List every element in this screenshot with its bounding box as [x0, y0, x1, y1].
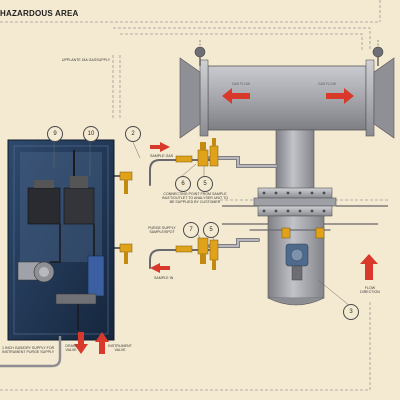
process-arrows [74, 142, 378, 354]
callout-5-lower: 5 [203, 222, 219, 238]
instrument-arrow [95, 332, 109, 354]
valves [75, 138, 325, 327]
callout-3: 3 [343, 304, 359, 320]
stack-valves [281, 227, 325, 239]
hazard-boundary [0, 0, 388, 391]
signal-cables [199, 40, 379, 60]
callout-10: 10 [83, 126, 99, 142]
duct-flow-label-left: GAS FLOW [232, 82, 250, 86]
bottom-supply-line [0, 336, 62, 368]
instrument-valve-label: INSTRUMENT VALVE [108, 344, 132, 353]
flow-arrow-left [222, 88, 250, 104]
bottom-supply-label: 1 INCH GAS/DRY SUPPLY FOR INSTRUMENT PUR… [2, 346, 55, 355]
callout-2: 2 [125, 126, 141, 142]
hazardous-area-title: HAZARDOUS AREA [0, 9, 79, 18]
purge-supply-label: PURGE SUPPLY SAMPLE/SPOT [148, 226, 176, 235]
drain-arrow [74, 332, 88, 354]
process-duct [179, 46, 395, 139]
analyser-cabinet [7, 139, 115, 341]
drain-valve-label: DRAIN VALVE [65, 344, 77, 353]
callout-6: 6 [175, 176, 191, 192]
connecting-point-label: CONNECTING POINT FROM SAMPLE INLET/OUTLE… [161, 192, 229, 205]
sample-gas-label: SAMPLE GAS [150, 154, 174, 158]
callout-9: 9 [47, 126, 63, 142]
flow-direction-arrow [360, 254, 378, 280]
callout-7: 7 [183, 222, 199, 238]
flow-arrow-right [326, 88, 354, 104]
duct-flow-label-right: GAS FLOW [318, 82, 336, 86]
support-rails [222, 205, 388, 225]
sample-in-label: SAMPLE IN [154, 276, 174, 280]
upper-valve-group [175, 138, 219, 167]
callout-5-upper: 5 [197, 176, 213, 192]
duct-flow-arrows [222, 88, 354, 104]
probe-stack [253, 129, 337, 306]
upper-supply-label: UPPLANTE DIA GASSUPPLY [61, 58, 111, 62]
lower-valve-group [175, 237, 219, 270]
sample-out-arrow [150, 142, 170, 152]
sample-in-arrow [150, 263, 170, 273]
flow-direction-label: FLOW DIRECTION [360, 286, 380, 295]
